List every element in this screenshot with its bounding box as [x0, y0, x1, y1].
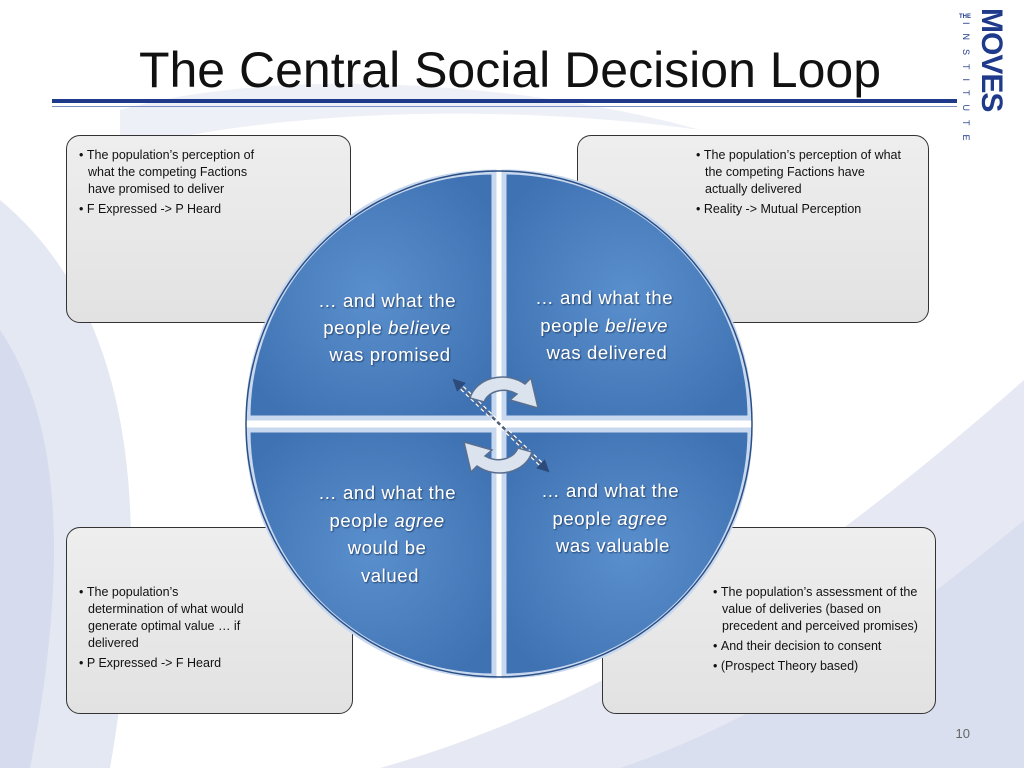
bullet-item: Reality -> Mutual Perception: [694, 201, 909, 218]
label-text: people: [540, 315, 605, 336]
label-line: … and what the: [318, 290, 456, 311]
label-emphasis: believe: [605, 315, 668, 336]
moves-institute-logo: THE INSTITUTE MOVES: [958, 8, 1008, 186]
title-rule: [52, 99, 957, 103]
bullet-item: The population’s perception of what the …: [77, 147, 267, 198]
label-line: valued: [361, 565, 419, 586]
label-line: was valuable: [555, 535, 670, 556]
circle-outline: [245, 170, 753, 678]
quadrant-label-top-right: … and what the people believe was delive…: [535, 287, 679, 363]
logo-small-text: THE: [959, 14, 971, 20]
circular-arrows-icon: [462, 376, 540, 474]
quadrant-label-bottom-left: … and what the people agree would be val…: [318, 482, 462, 586]
label-text: people: [323, 317, 388, 338]
label-line: people agree: [330, 510, 445, 531]
label-emphasis: agree: [394, 510, 444, 531]
bullet-item: The population’s determination of what w…: [77, 584, 257, 652]
label-line: people agree: [553, 508, 668, 529]
label-text: people: [553, 508, 618, 529]
label-emphasis: agree: [617, 508, 667, 529]
title-rule-thin: [52, 106, 957, 107]
bullet-item: And their decision to consent: [711, 638, 926, 655]
label-line: was promised: [328, 344, 450, 365]
label-line: … and what the: [541, 480, 679, 501]
label-line: would be: [347, 537, 427, 558]
label-text: people: [330, 510, 395, 531]
logo-sub-text: INSTITUTE: [961, 22, 971, 150]
bullet-item: F Expressed -> P Heard: [77, 201, 267, 218]
label-emphasis: believe: [388, 317, 451, 338]
slide-title: The Central Social Decision Loop: [138, 42, 882, 98]
label-line: was delivered: [546, 342, 668, 363]
label-line: … and what the: [535, 287, 673, 308]
bullet-item: (Prospect Theory based): [711, 658, 926, 675]
logo-main-text: MOVES: [975, 8, 1008, 112]
quadrant-label-top-left: … and what the people believe was promis…: [318, 290, 462, 365]
bullet-item: P Expressed -> F Heard: [77, 655, 257, 672]
quadrant-label-bottom-right: … and what the people agree was valuable: [541, 480, 685, 556]
label-line: … and what the: [318, 482, 456, 503]
bullet-item: The population’s assessment of the value…: [711, 584, 926, 635]
label-line: people believe: [323, 317, 451, 338]
label-line: people believe: [540, 315, 668, 336]
page-number: 10: [955, 726, 970, 741]
bullet-item: The population’s perception of what the …: [694, 147, 909, 198]
